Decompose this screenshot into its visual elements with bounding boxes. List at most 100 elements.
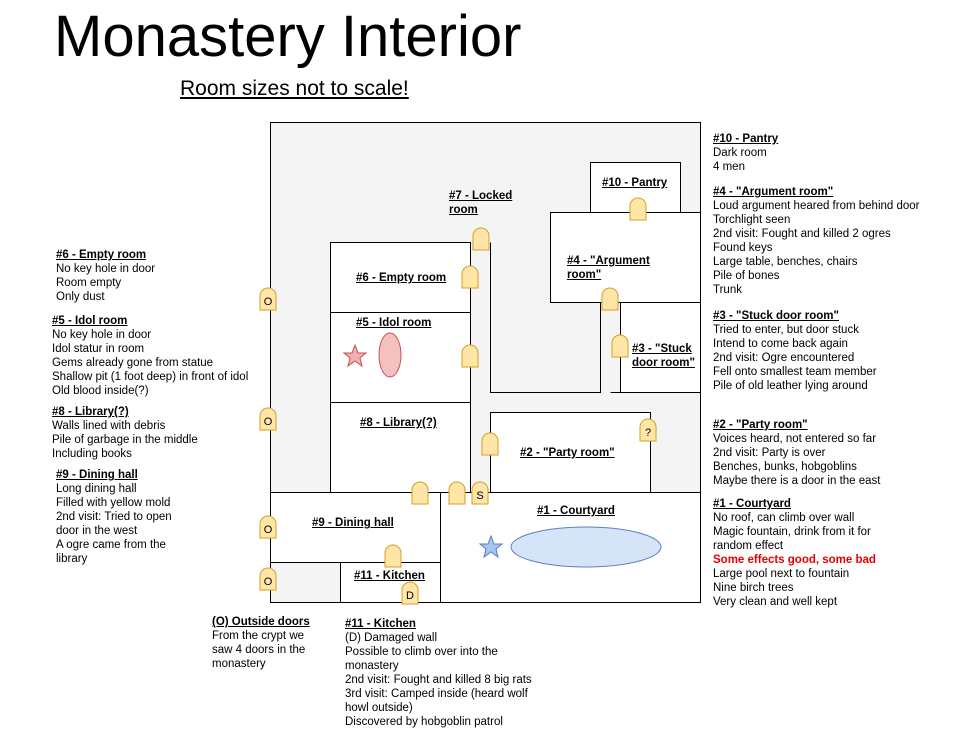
unknown-door-marker: ? bbox=[645, 427, 651, 439]
note-idol: #5 - Idol room No key hole in door Idol … bbox=[52, 314, 248, 398]
note-warning: Some effects good, some bad bbox=[713, 554, 876, 566]
note-heading: #1 - Courtyard bbox=[713, 498, 791, 510]
room-label-stuck-1: #3 - "Stuck bbox=[632, 343, 692, 355]
note-line: 2nd visit: Tried to open bbox=[56, 511, 172, 523]
page-title: Monastery Interior bbox=[54, 4, 522, 69]
door-icon[interactable] bbox=[384, 544, 402, 568]
room-label-pantry: #10 - Pantry bbox=[602, 177, 668, 189]
room-label-party: #2 - "Party room" bbox=[520, 447, 615, 459]
door-icon[interactable] bbox=[611, 334, 629, 358]
note-heading: #3 - "Stuck door room" bbox=[713, 310, 839, 322]
note-courtyard: #1 - Courtyard No roof, can climb over w… bbox=[713, 497, 876, 609]
note-line: Large table, benches, chairs bbox=[713, 256, 858, 268]
note-line: Fell onto smallest team member bbox=[713, 366, 877, 378]
door-icon[interactable] bbox=[448, 481, 466, 505]
note-line: Tried to enter, but door stuck bbox=[713, 324, 859, 336]
door-icon[interactable] bbox=[601, 287, 619, 311]
note-line: Possible to climb over into the bbox=[345, 646, 498, 658]
note-line: Pile of garbage in the middle bbox=[52, 434, 198, 446]
outside-door-icon[interactable] bbox=[259, 515, 277, 539]
doors bbox=[259, 197, 657, 605]
room-label-library: #8 - Library(?) bbox=[360, 417, 437, 429]
note-heading: #2 - "Party room" bbox=[713, 419, 808, 431]
note-line: 2nd visit: Fought and killed 2 ogres bbox=[713, 228, 891, 240]
door-icon[interactable] bbox=[472, 227, 490, 251]
note-heading: #5 - Idol room bbox=[52, 315, 128, 327]
note-line: No key hole in door bbox=[52, 329, 152, 341]
note-pantry: #10 - Pantry Dark room 4 men bbox=[713, 132, 778, 174]
note-line: Dark room bbox=[713, 147, 767, 159]
note-line: Nine birch trees bbox=[713, 582, 794, 594]
outside-door-icon[interactable] bbox=[259, 567, 277, 591]
room-label-locked-1: #7 - Locked bbox=[449, 190, 513, 202]
note-line: Long dining hall bbox=[56, 483, 137, 495]
blue-star-icon bbox=[478, 534, 504, 559]
outside-door-icon[interactable] bbox=[259, 287, 277, 311]
room-label-courtyard: #1 - Courtyard bbox=[537, 505, 615, 517]
outside-door-marker: O bbox=[264, 524, 273, 536]
note-dining: #9 - Dining hall Long dining hall Filled… bbox=[56, 468, 172, 566]
unknown-door-icon[interactable] bbox=[639, 418, 657, 442]
room-kitchen[interactable] bbox=[340, 562, 441, 603]
door-icon[interactable] bbox=[481, 432, 499, 456]
note-line: Voices heard, not entered so far bbox=[713, 433, 877, 445]
note-empty: #6 - Empty room No key hole in door Room… bbox=[56, 248, 155, 304]
note-line: Gems already gone from statue bbox=[52, 357, 214, 369]
note-line: howl outside) bbox=[345, 702, 413, 714]
outside-door-marker: O bbox=[264, 416, 273, 428]
note-line: monastery bbox=[212, 658, 266, 670]
note-line: library bbox=[56, 553, 88, 565]
room-corner-sw bbox=[270, 562, 341, 603]
note-line: Walls lined with debris bbox=[52, 420, 166, 432]
note-line: Shallow pit (1 foot deep) in front of id… bbox=[52, 371, 249, 383]
note-line: Pile of bones bbox=[713, 270, 780, 282]
note-line: Filled with yellow mold bbox=[56, 497, 171, 509]
note-line: (D) Damaged wall bbox=[345, 632, 438, 644]
note-line: 2nd visit: Fought and killed 8 big rats bbox=[345, 674, 532, 686]
note-line: Old blood inside(?) bbox=[52, 385, 149, 397]
room-label-kitchen: #11 - Kitchen bbox=[354, 570, 425, 582]
room-library[interactable] bbox=[330, 402, 471, 493]
note-line: 3rd visit: Camped inside (heard wolf bbox=[345, 688, 528, 700]
note-line: 2nd visit: Party is over bbox=[713, 447, 826, 459]
note-line: Benches, bunks, hobgoblins bbox=[713, 461, 857, 473]
note-line: Trunk bbox=[713, 284, 742, 296]
note-line: A ogre came from the bbox=[56, 539, 166, 551]
note-library: #8 - Library(?) Walls lined with debris … bbox=[52, 405, 198, 461]
note-line: Discovered by hobgoblin patrol bbox=[345, 716, 503, 728]
door-icon[interactable] bbox=[629, 197, 647, 221]
room-label-empty: #6 - Empty room bbox=[356, 272, 447, 284]
door-icon[interactable] bbox=[461, 265, 479, 289]
note-heading: (O) Outside doors bbox=[212, 616, 310, 628]
room-label-idol: #5 - Idol room bbox=[356, 317, 432, 329]
note-stuck: #3 - "Stuck door room" Tried to enter, b… bbox=[713, 309, 877, 393]
room-label-argument-1: #4 - "Argument bbox=[567, 255, 650, 267]
note-line: saw 4 doors in the bbox=[212, 644, 306, 656]
page-subtitle: Room sizes not to scale! bbox=[180, 77, 409, 100]
note-line: Magic fountain, drink from it for bbox=[713, 526, 871, 538]
door-icon[interactable] bbox=[461, 344, 479, 368]
damaged-wall-marker: D bbox=[406, 590, 414, 602]
note-line: Maybe there is a door in the east bbox=[713, 475, 881, 487]
note-line: door in the west bbox=[56, 525, 138, 537]
secret-door-marker: S bbox=[476, 490, 483, 502]
note-line: Very clean and well kept bbox=[713, 596, 838, 608]
note-heading: #11 - Kitchen bbox=[345, 618, 416, 630]
idol-statue[interactable] bbox=[378, 332, 402, 378]
note-kitchen: #11 - Kitchen (D) Damaged wall Possible … bbox=[345, 617, 532, 729]
fountain-pool[interactable] bbox=[510, 526, 662, 568]
note-outside-doors: (O) Outside doors From the crypt we saw … bbox=[212, 615, 310, 671]
red-star-icon bbox=[342, 343, 368, 368]
note-line: Large pool next to fountain bbox=[713, 568, 850, 580]
note-heading: #10 - Pantry bbox=[713, 133, 779, 145]
outside-door-icon[interactable] bbox=[259, 407, 277, 431]
outside-door-marker: O bbox=[264, 576, 273, 588]
damaged-wall-icon[interactable] bbox=[401, 581, 419, 605]
note-line: No key hole in door bbox=[56, 263, 156, 275]
note-line: Idol statur in room bbox=[52, 343, 145, 355]
room-label-argument-2: room" bbox=[567, 269, 602, 281]
secret-door-icon[interactable] bbox=[471, 481, 489, 505]
note-line: Intend to come back again bbox=[713, 338, 848, 350]
door-icon[interactable] bbox=[411, 481, 429, 505]
note-line: Only dust bbox=[56, 291, 105, 303]
